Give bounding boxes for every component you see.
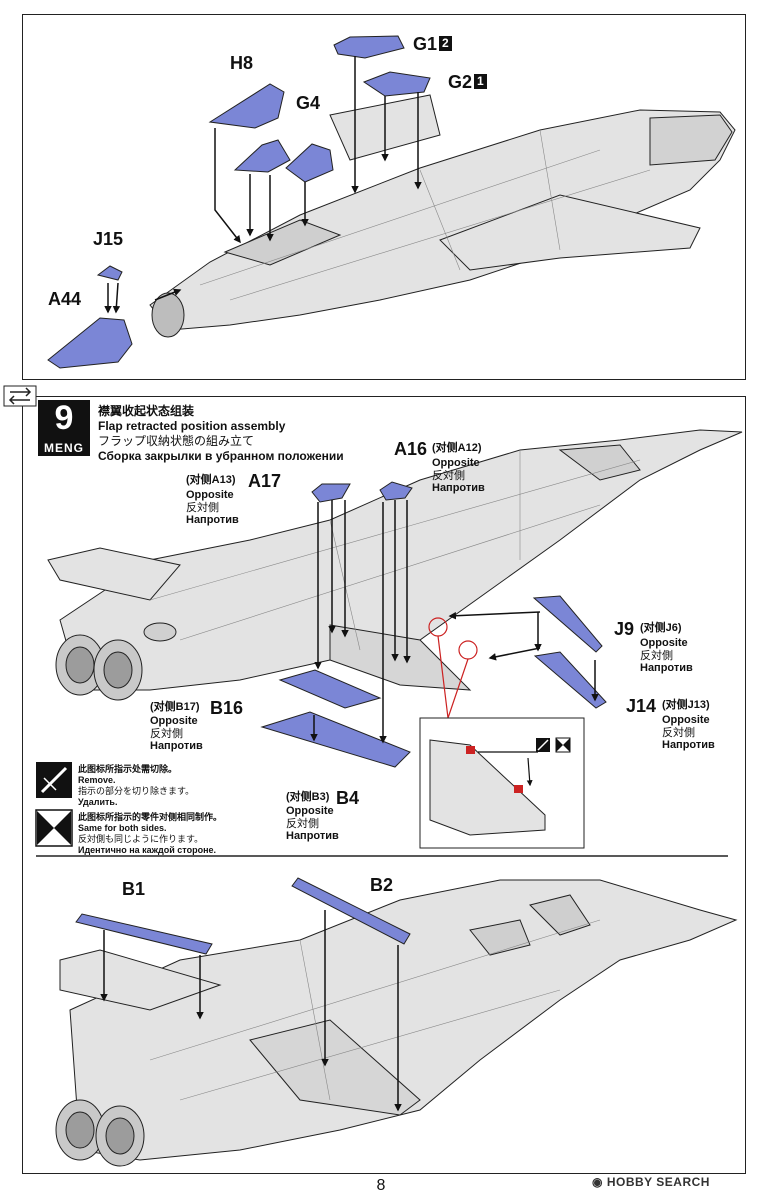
flap-b1 xyxy=(75,913,213,955)
label-j9: J9 xyxy=(614,619,635,639)
bottom-fuselage xyxy=(55,879,738,1167)
seat-part xyxy=(233,139,291,173)
part-a16-opposite: (对侧A12) xyxy=(432,442,482,454)
part-j14 xyxy=(533,651,607,709)
flap-b16 xyxy=(278,669,382,709)
label-j15: J15 xyxy=(93,229,124,249)
flap-b4 xyxy=(260,711,411,768)
step-title-jp: フラップ収納状態の組み立て xyxy=(98,434,255,448)
step-title: 襟翼收起状态组装 Flap retracted position assembl… xyxy=(98,404,344,464)
brand-logo: MENG xyxy=(44,441,84,455)
label-j14: J14 xyxy=(626,696,657,716)
step9-parts xyxy=(260,481,607,768)
top-arrows xyxy=(104,56,422,314)
step-title-en: Flap retracted position assembly xyxy=(98,419,286,433)
legend-remove-icon xyxy=(36,762,72,798)
top-parts xyxy=(47,35,431,369)
part-j15 xyxy=(96,265,123,281)
label-a17: A17 xyxy=(248,471,282,491)
legend-same-icon xyxy=(35,809,73,847)
navigation-icon[interactable] xyxy=(3,385,37,407)
watermark: ◉ HOBBY SEARCH xyxy=(592,1175,710,1189)
flap-b2 xyxy=(291,877,411,945)
label-b4: B4 xyxy=(336,788,360,808)
legend-remove-text: 此图标所指示处需切除。Remove. 指示の部分を切り除きます。Удалить. xyxy=(78,764,195,807)
part-a17 xyxy=(311,483,351,503)
part-j9-opposite: (对侧J6) xyxy=(640,622,682,634)
top-panel-lines xyxy=(199,129,651,301)
legend-same-text: 此图标所指示的零件对侧相同制作。Same for both sides. 反対側… xyxy=(78,812,223,855)
label-b2: B2 xyxy=(370,875,394,895)
part-j9 xyxy=(532,595,603,653)
top-fuselage xyxy=(149,94,736,338)
canopy-part-h8 xyxy=(208,83,285,129)
badge-g1: 2 xyxy=(439,36,452,51)
bottom-panel-lines xyxy=(149,919,601,1101)
label-g4: G4 xyxy=(296,93,321,113)
part-g4 xyxy=(285,143,334,183)
label-a16: A16 xyxy=(394,439,428,459)
detail-callouts xyxy=(428,617,478,719)
part-j14-opposite: (对侧J13) xyxy=(662,699,710,711)
bottom-parts xyxy=(75,877,411,955)
part-g2 xyxy=(362,71,431,97)
bottom-arrows xyxy=(100,910,402,1112)
part-b4-opposite: (对侧B3) xyxy=(286,791,330,803)
detail-inset xyxy=(419,717,585,849)
step9-fuselage xyxy=(47,429,743,701)
badge-g2: 1 xyxy=(474,74,487,89)
step-number-block xyxy=(38,400,90,456)
page-number: 8 xyxy=(376,1177,386,1194)
part-b16-opposite: (对侧B17) xyxy=(150,701,200,713)
label-a44: A44 xyxy=(48,289,82,309)
step9-arrows xyxy=(310,500,599,744)
part-a17-opposite: (对侧A13) xyxy=(186,474,236,486)
part-a16 xyxy=(379,481,413,501)
nose-cone-a44 xyxy=(47,317,133,369)
label-b16: B16 xyxy=(210,698,244,718)
label-b1: B1 xyxy=(122,879,146,899)
watermark-icon: ◉ xyxy=(592,1175,607,1189)
step-title-cn: 襟翼收起状态组装 xyxy=(98,404,195,418)
label-h8: H8 xyxy=(230,53,254,73)
part-g1 xyxy=(333,35,405,59)
step-number: 9 xyxy=(54,399,74,437)
step-title-ru: Сборка закрылки в убранном положении xyxy=(98,449,344,463)
